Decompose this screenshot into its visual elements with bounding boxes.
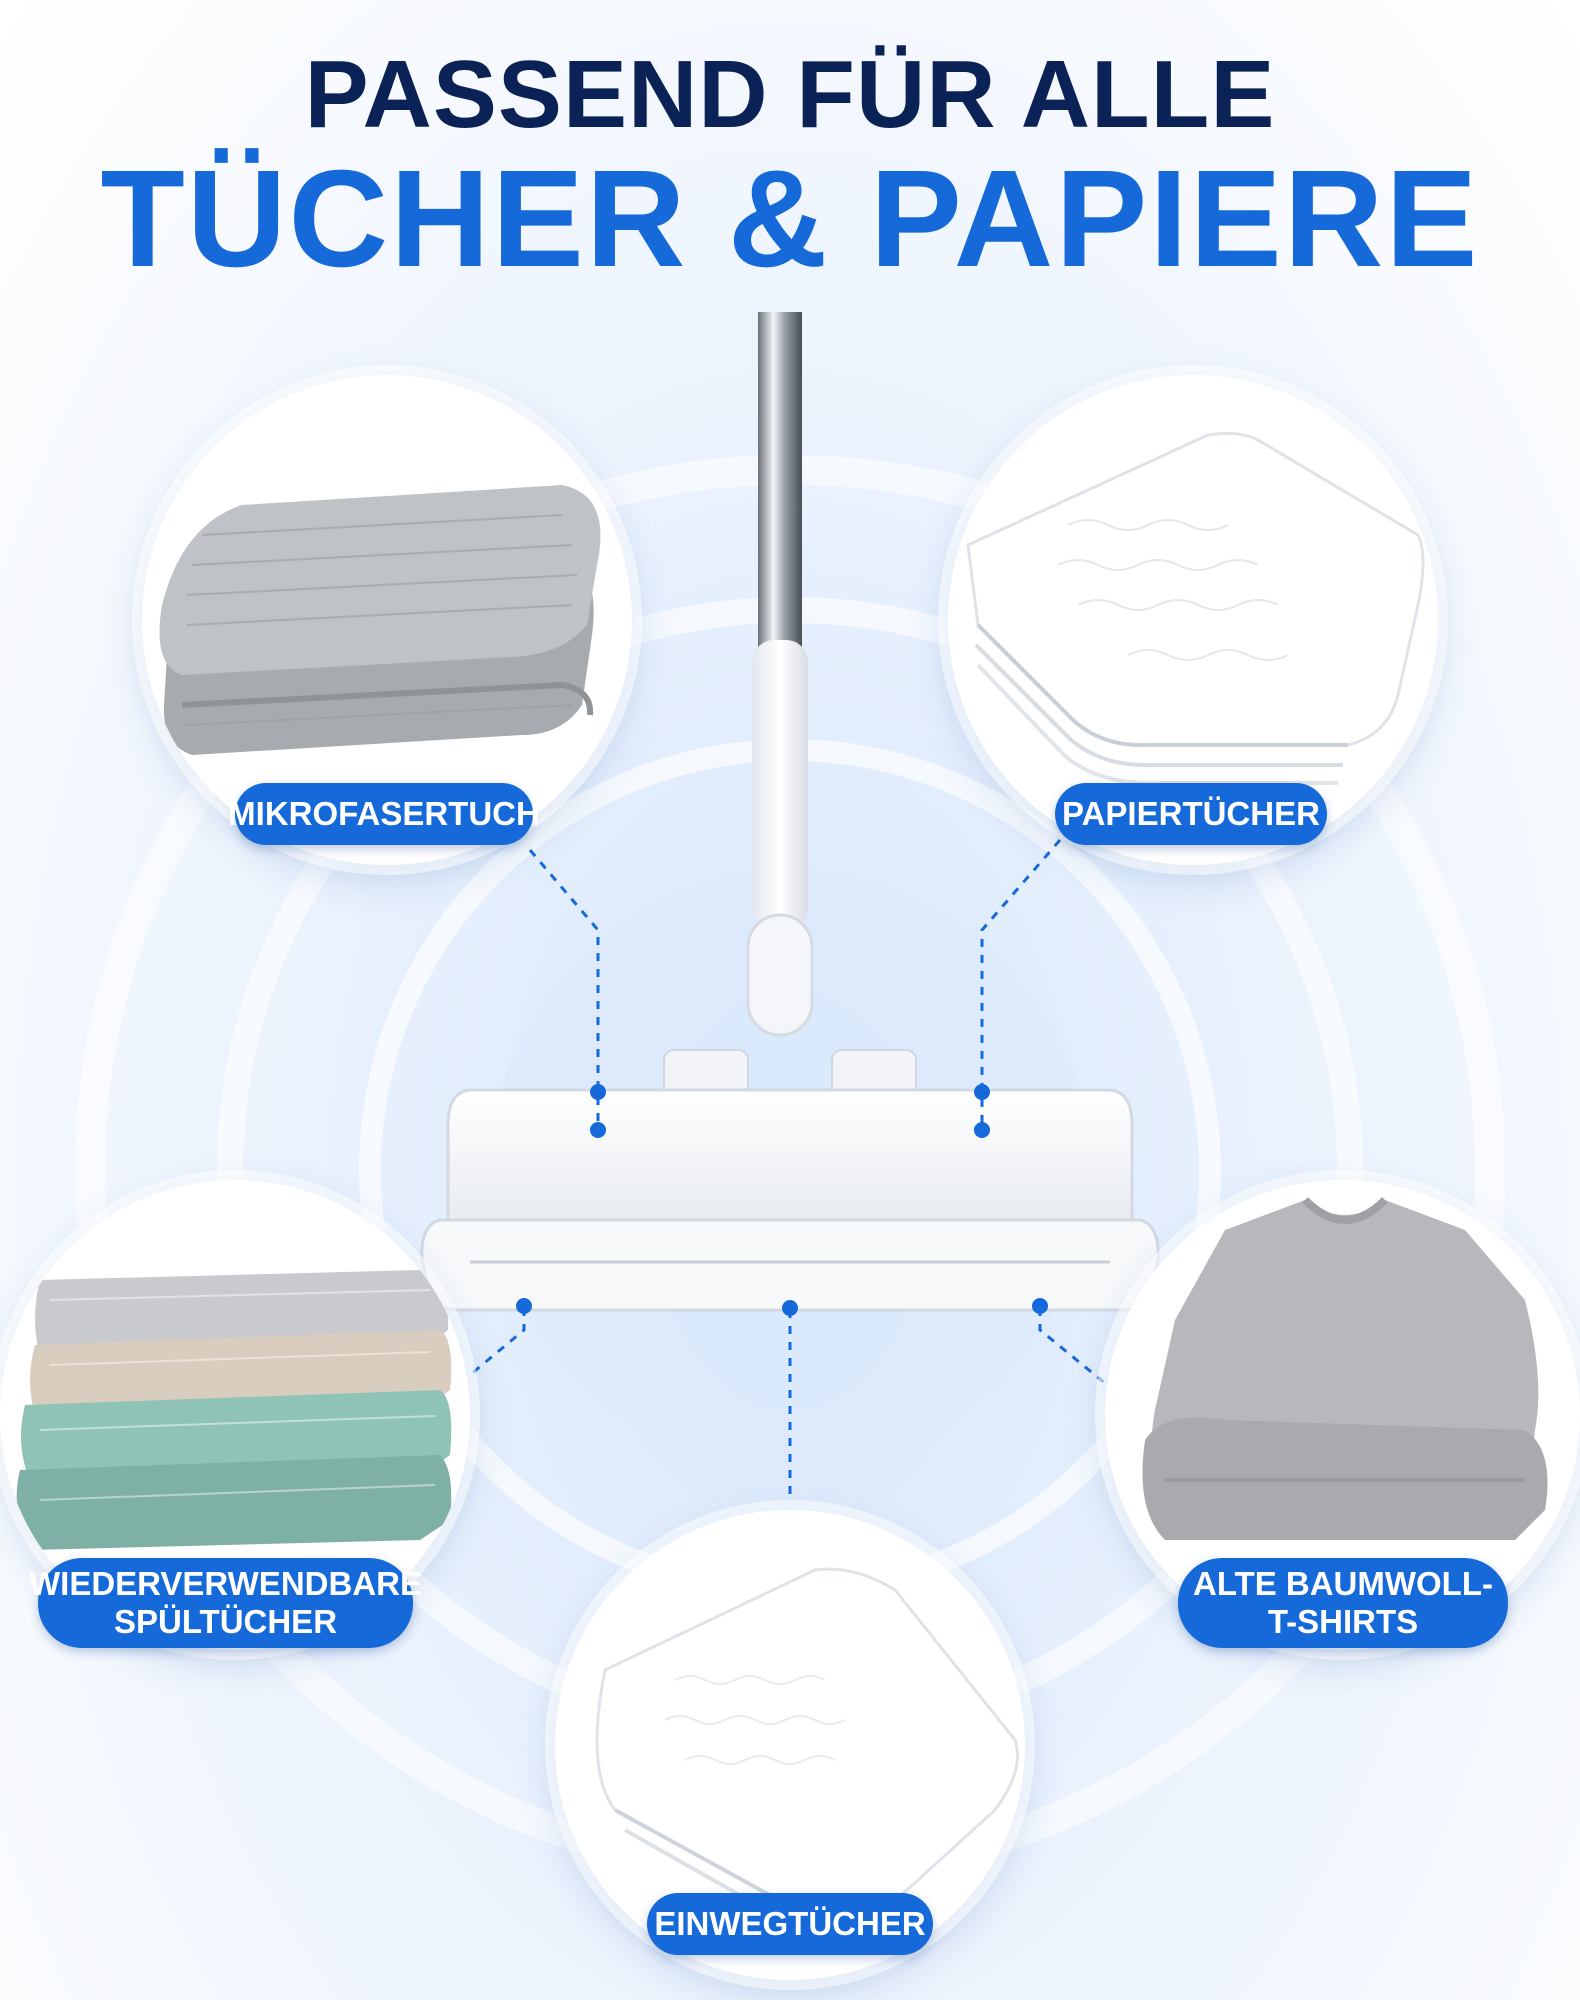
label-papiertuecher: PAPIERTÜCHER	[1055, 783, 1327, 845]
label-mikrofasertuch: MIKROFASERTUCH	[228, 783, 540, 845]
headline-main: TÜCHER & PAPIERE	[100, 142, 1480, 296]
label-spueltuecher: WIEDERVERWENDBARE SPÜLTÜCHER	[29, 1558, 422, 1648]
label-tshirts: ALTE BAUMWOLL- T-SHIRTS	[1178, 1558, 1508, 1648]
headline-top: PASSEND FÜR ALLE	[304, 41, 1276, 148]
label-einwegtuecher: EINWEGTÜCHER	[647, 1893, 933, 1955]
